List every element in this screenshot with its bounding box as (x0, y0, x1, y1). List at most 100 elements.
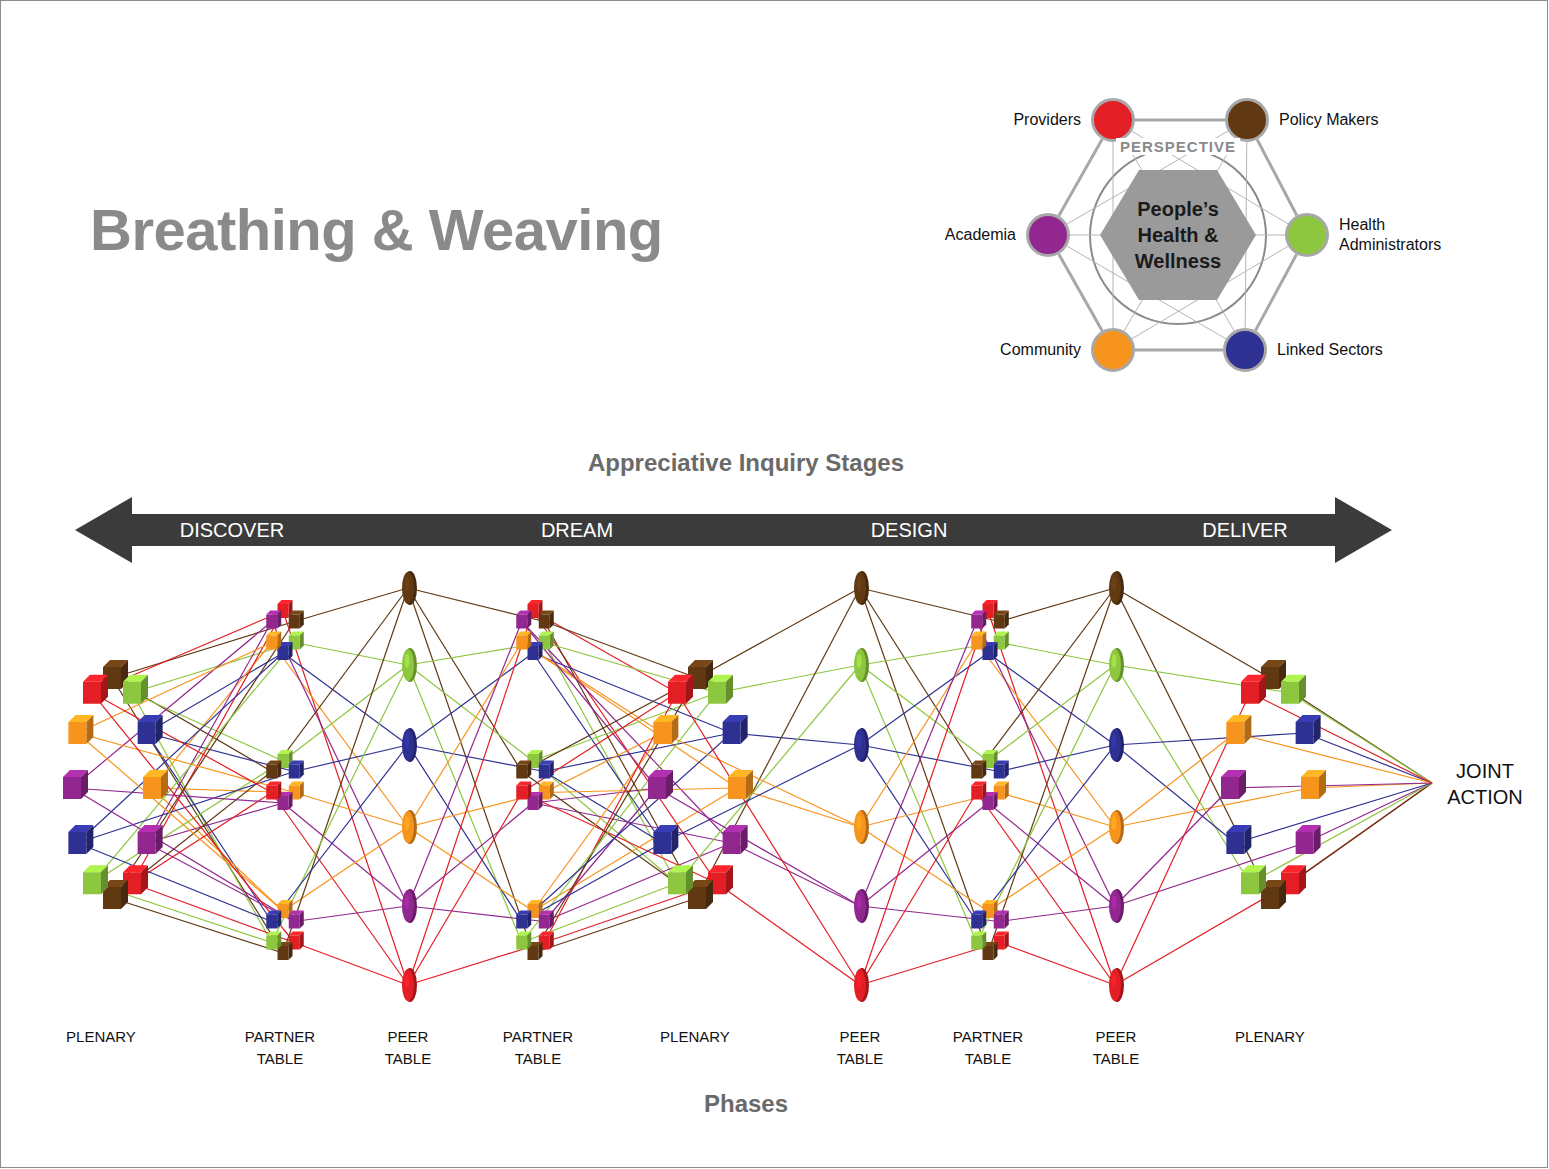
weave-line (522, 733, 732, 922)
weave-line (522, 622, 657, 789)
weave-line (294, 943, 408, 986)
weave-line (860, 745, 977, 922)
weave-line (999, 793, 1115, 828)
participant-block (653, 715, 678, 744)
participant-block (516, 611, 531, 629)
weave-line (77, 772, 294, 844)
block-front (1301, 777, 1319, 799)
weave-line (677, 665, 860, 883)
disc-face (854, 649, 866, 681)
weave-line (533, 733, 662, 911)
block-side (550, 782, 554, 800)
block-side (982, 911, 986, 929)
block-side (300, 761, 304, 779)
weave-lines (72, 588, 1432, 985)
disc-shine (1112, 974, 1117, 988)
circle-outline (1225, 98, 1269, 142)
weave-line (132, 611, 283, 883)
weave-line (1270, 783, 1432, 898)
disc-face (1109, 729, 1121, 761)
disc-face (402, 572, 414, 604)
weave-line (77, 653, 283, 843)
hexagon-side (1255, 254, 1296, 330)
phase-label: PLENARY (60, 1026, 142, 1048)
disc-face (1109, 649, 1121, 681)
disc-edge (403, 889, 417, 923)
block-side (141, 865, 148, 894)
disc-edge (855, 968, 869, 1002)
weave-line (92, 611, 283, 693)
block-side (1319, 770, 1326, 799)
peer-disc (1109, 889, 1124, 923)
disc-shine (405, 577, 410, 591)
axis-heading: Phases (704, 1090, 788, 1118)
block-side (539, 642, 543, 660)
disc-edge (855, 648, 869, 682)
weave-line (147, 803, 283, 843)
disc-shine (405, 816, 410, 830)
block-front (138, 722, 156, 744)
weave-line (112, 772, 272, 899)
block-front (1296, 722, 1314, 744)
block-front (648, 777, 666, 799)
block-side (527, 782, 531, 800)
block-front (68, 832, 86, 854)
perspective-circle: Community (1091, 328, 1135, 372)
participant-block (971, 911, 986, 929)
participant-block (994, 911, 1009, 929)
stage-name: DELIVER (1202, 519, 1288, 542)
participant-block (68, 825, 93, 854)
phase-label: PEER TABLE (1075, 1026, 1157, 1070)
weave-line (132, 643, 294, 693)
block-front (266, 636, 277, 650)
participant-block (994, 611, 1009, 629)
disc-face (854, 890, 866, 922)
peer-disc (1109, 810, 1124, 844)
weave-line (860, 665, 988, 761)
block-front (723, 722, 741, 744)
weave-line (717, 665, 860, 693)
block-front (1226, 832, 1244, 854)
participant-block (516, 911, 531, 929)
block-side (550, 932, 554, 950)
weave-line (92, 761, 283, 883)
weave-line (1115, 788, 1230, 906)
circle-outline (1223, 328, 1267, 372)
block-front (278, 946, 289, 960)
block-front (516, 636, 527, 650)
participant-block (83, 675, 108, 704)
block-side (277, 761, 281, 779)
weave-line (283, 588, 408, 953)
block-front (1241, 682, 1259, 704)
weave-line (522, 643, 663, 734)
block-side (300, 911, 304, 929)
peer-disc (402, 571, 417, 605)
block-front (289, 615, 300, 629)
block-side (994, 642, 998, 660)
block-side (141, 675, 148, 704)
participant-block (668, 675, 693, 704)
block-front (266, 915, 277, 929)
block-side (746, 770, 753, 799)
block-side (1314, 715, 1321, 744)
block-side (289, 942, 293, 960)
disc-face (854, 729, 866, 761)
disc-shine (405, 654, 410, 668)
disc-edge (855, 810, 869, 844)
block-side (671, 825, 678, 854)
peer-disc (854, 889, 869, 923)
disc-edge (403, 968, 417, 1002)
participant-block (138, 715, 163, 744)
block-front (723, 832, 741, 854)
block-front (528, 796, 539, 810)
block-front (668, 682, 686, 704)
phase-label: PLENARY (654, 1026, 736, 1048)
block-side (277, 611, 281, 629)
weave-line (1115, 883, 1290, 985)
stages-heading: Appreciative Inquiry Stages (588, 449, 904, 477)
perspective-label: Providers (1013, 110, 1081, 130)
block-front (1226, 722, 1244, 744)
block-side (726, 675, 733, 704)
perspective-label: Policy Makers (1279, 110, 1379, 130)
block-front (266, 936, 277, 950)
